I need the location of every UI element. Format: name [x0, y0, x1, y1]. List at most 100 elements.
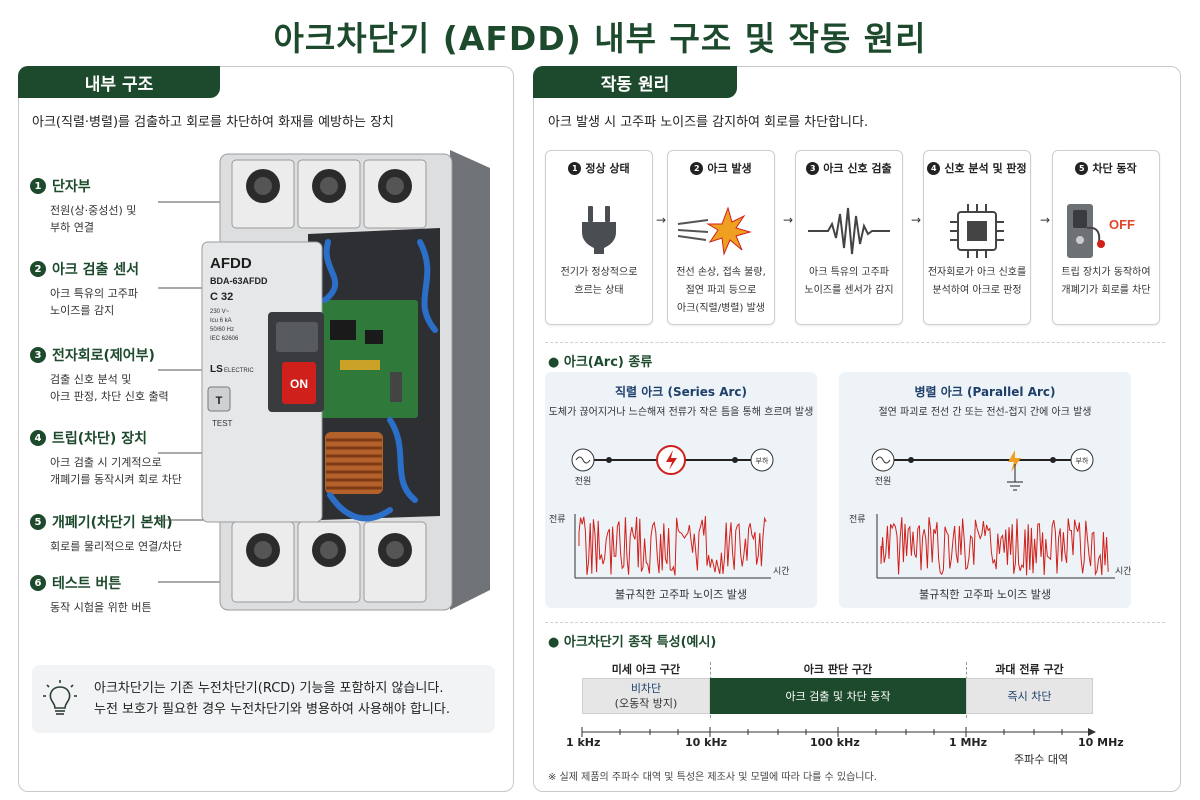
- arc-point-icon: [1008, 450, 1021, 472]
- load-label: 부하: [1076, 456, 1089, 465]
- on-label: ON: [290, 377, 308, 391]
- component-title: 개폐기(차단기 본체): [52, 515, 173, 531]
- component-desc: 회로를 물리적으로 연결/차단: [50, 540, 183, 553]
- parallel-arc-card: 병렬 아크 (Parallel Arc) 절연 파괴로 전선 간 또는 전선-접…: [839, 372, 1131, 608]
- lightbulb-icon: [43, 680, 77, 715]
- range-label-overcurrent: 과대 전류 구간: [995, 663, 1064, 676]
- tick-label: 1 kHz: [566, 736, 601, 749]
- component-title: 아크 검출 센서: [52, 262, 140, 278]
- component-desc: 검출 신호 분석 및 아크 판정, 차단 신호 출력: [50, 373, 169, 403]
- waveform-icon: [808, 207, 890, 255]
- tick-label: 1 MHz: [949, 736, 988, 749]
- component-title: 트립(차단) 장치: [52, 431, 147, 447]
- component-desc: 아크 검출 시 기계적으로 개폐기를 동작시켜 회로 차단: [50, 456, 182, 486]
- test-button[interactable]: T TEST: [207, 386, 233, 428]
- top-terminals: [231, 159, 427, 229]
- arc-type-title: 병렬 아크 (Parallel Arc): [914, 385, 1056, 399]
- source-label: 전원: [575, 476, 592, 487]
- freq-heading: ● 아크차단기 종작 특성(예시): [548, 635, 717, 650]
- step-title: 아크 신호 검출: [823, 162, 892, 175]
- wires: [322, 239, 438, 522]
- arrow-icon: →: [656, 213, 667, 227]
- step-title: 정상 상태: [585, 162, 630, 175]
- component-title: 단자부: [52, 179, 91, 195]
- step-desc: 아크 특유의 고주파 노이즈를 센서가 감지: [804, 267, 894, 296]
- divider: [545, 622, 1165, 623]
- tick-label: 100 kHz: [810, 736, 860, 749]
- freq-axis-label: 주파수 대역: [1014, 753, 1069, 766]
- step-desc: 전선 손상, 접속 불량, 절연 파괴 등으로 아크(직렬/병렬) 발생: [676, 267, 766, 314]
- structure-lead: 아크(직렬·병렬)를 검출하고 회로를 차단하여 화재를 예방하는 장치: [32, 115, 394, 130]
- freq-axis: [581, 727, 1096, 737]
- notice-box: 아크차단기는 기존 누전차단기(RCD) 기능을 포함하지 않습니다. 누전 보…: [32, 665, 495, 733]
- device-spec: 50/60 Hz: [210, 327, 234, 333]
- ylabel: 전류: [849, 514, 866, 525]
- range-label-micro: 미세 아크 구간: [611, 663, 681, 676]
- afdd-device-illustration: AFDD BDA-63AFDD C 32 230 V~ Icu 6 kA 50/…: [158, 150, 490, 611]
- step-desc: 트립 장치가 동작하여 개폐기가 회로를 차단: [1061, 267, 1151, 296]
- range-label-judge: 아크 판단 구간: [803, 663, 873, 676]
- device-spec: Icu 6 kA: [210, 318, 232, 324]
- off-label: OFF: [1109, 217, 1135, 232]
- device-name: AFDD: [210, 255, 252, 272]
- series-arc-diagram: 전원 부하 전류 시간: [549, 445, 790, 579]
- arc-caption: 불규칙한 고주파 노이즈 발생: [615, 588, 747, 601]
- principle-lead: 아크 발생 시 고주파 노이즈를 감지하여 회로를 차단합니다.: [548, 115, 869, 130]
- device-model: BDA-63AFDD: [210, 276, 268, 286]
- brand-sub: ELECTRIC: [224, 368, 254, 374]
- device-rating: C 32: [210, 291, 233, 303]
- toggle-switch[interactable]: ON: [268, 312, 324, 412]
- arc-types-heading: ● 아크(Arc) 종류: [548, 355, 653, 370]
- tab-structure: 내부 구조: [18, 66, 220, 98]
- switch-off-icon: OFF: [1067, 204, 1135, 258]
- arc-caption: 불규칙한 고주파 노이즈 발생: [919, 588, 1051, 601]
- chip-icon: [950, 204, 1004, 258]
- notice-line1: 아크차단기는 기존 누전차단기(RCD) 기능을 포함하지 않습니다.: [94, 681, 444, 696]
- device-spec: IEC 62606: [210, 336, 239, 342]
- noise-waveform: [880, 517, 1109, 577]
- step-title: 차단 동작: [1092, 162, 1137, 175]
- component-desc: 전원(상·중성선) 및 부하 연결: [50, 204, 137, 234]
- step-title: 신호 분석 및 판정: [944, 162, 1027, 175]
- parallel-arc-diagram: 전원 부하 전류 시간: [849, 448, 1131, 579]
- arc-type-desc: 도체가 끊어지거나 느슨해져 전류가 작은 틈을 통해 흐르며 발생: [548, 407, 814, 418]
- arc-type-desc: 절연 파괴로 전선 간 또는 전선-접지 간에 아크 발생: [878, 407, 1092, 418]
- test-label: TEST: [212, 419, 233, 428]
- component-title: 테스트 버튼: [52, 576, 122, 592]
- bar-text: (오동작 방지): [614, 697, 678, 710]
- arrow-icon: →: [911, 213, 922, 227]
- bar-arc-detect: 아크 검출 및 차단 동작: [710, 678, 966, 714]
- divider: [545, 342, 1165, 343]
- arc-type-title: 직렬 아크 (Series Arc): [614, 385, 748, 399]
- page-title: 아크차단기 (AFDD) 내부 구조 및 작동 원리: [273, 19, 927, 58]
- ylabel: 전류: [549, 514, 566, 525]
- device-spec: 230 V~: [210, 309, 230, 315]
- bar-non-trip: 비차단(오동작 방지): [582, 678, 710, 714]
- plug-icon: [582, 206, 616, 254]
- spark-icon: [677, 206, 752, 256]
- source-label: 전원: [875, 476, 892, 487]
- tab-principle: 작동 원리: [533, 66, 737, 98]
- footnote: ※ 실제 제품의 주파수 대역 및 특성은 제조사 및 모델에 따라 다를 수 …: [548, 772, 877, 783]
- load-label: 부하: [756, 456, 769, 465]
- component-desc: 아크 특유의 고주파 노이즈를 감지: [50, 287, 138, 317]
- bar-instant-trip: 즉시 차단: [966, 678, 1093, 714]
- component-desc: 동작 시험을 위한 버튼: [50, 601, 152, 614]
- bottom-terminals: [231, 521, 427, 603]
- circuit-board: [318, 300, 418, 418]
- step-desc: 전자회로가 아크 신호를 분석하여 아크로 판정: [927, 267, 1027, 296]
- xlabel: 시간: [773, 566, 790, 577]
- series-arc-card: 직렬 아크 (Series Arc) 도체가 끊어지거나 느슨해져 전류가 작은…: [545, 372, 817, 608]
- tick-label: 10 kHz: [685, 736, 728, 749]
- noise-waveform: [578, 515, 767, 576]
